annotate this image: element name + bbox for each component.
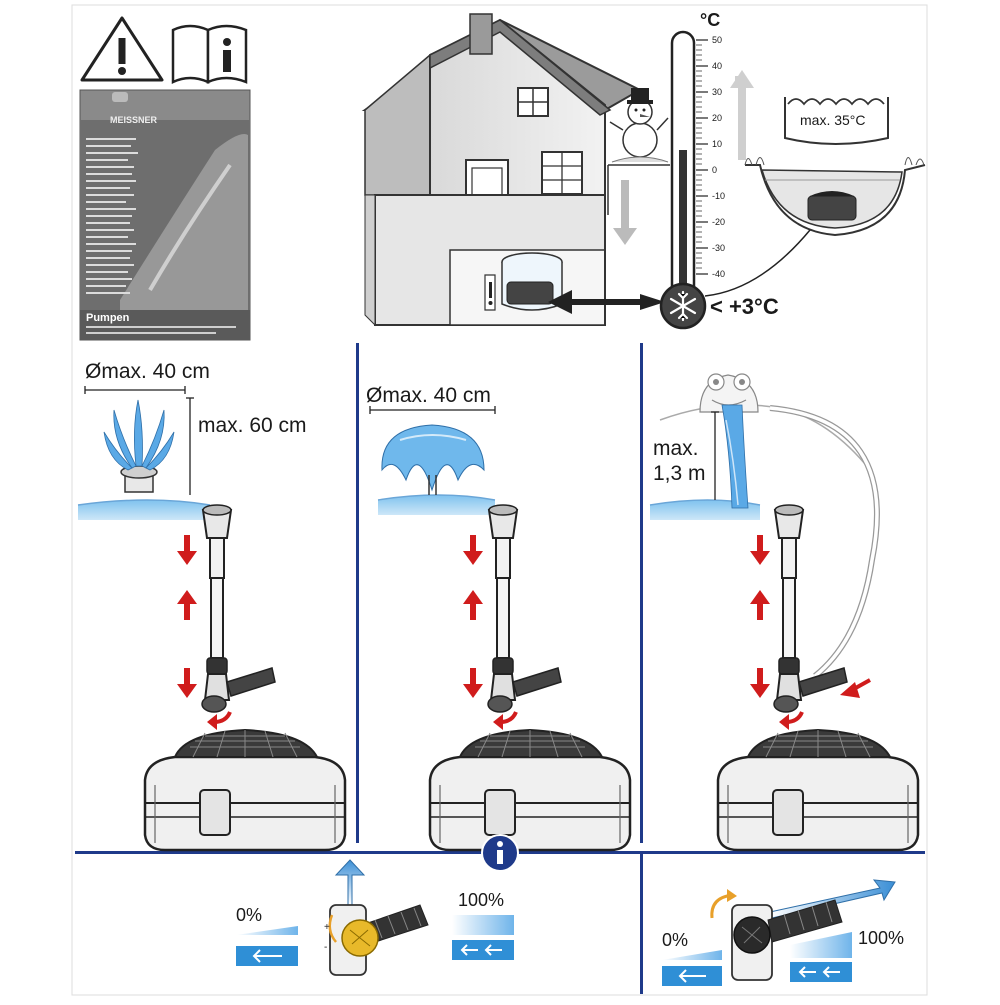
frost-label: < +3°C: [710, 294, 779, 319]
divider-vertical-1: [356, 343, 359, 843]
panel-3-height-line2: 1,3 m: [653, 462, 706, 485]
flow-indicator-right-min: [662, 950, 722, 986]
warning-icon: [80, 16, 164, 82]
manual-brand: MEISSNER: [110, 115, 158, 125]
snowman-icon: [609, 88, 669, 163]
svg-text:+: +: [324, 922, 330, 933]
pond-max-temp: max. 35°C: [800, 112, 866, 128]
right-min-label: 0%: [662, 930, 689, 950]
thermometer-unit: °C: [700, 10, 721, 30]
house-illustration: [361, 13, 670, 327]
thermometer-tick: -40: [712, 269, 726, 279]
frog-spitter-icon: [699, 373, 759, 413]
pond-connector-line: [704, 229, 811, 297]
flow-regulator-left: + -: [324, 859, 429, 976]
divider-vertical-3: [640, 854, 643, 994]
left-min-label: 0%: [236, 905, 263, 925]
thermometer-tick: 20: [712, 113, 723, 123]
read-manual-icon: [171, 24, 248, 84]
thermometer-tick: -30: [712, 243, 726, 253]
panel-2-diameter: Ømax. 40 cm: [366, 384, 491, 407]
flow-indicator-left-min: [236, 926, 298, 966]
right-max-label: 100%: [858, 928, 905, 948]
svg-text:-: -: [324, 942, 327, 953]
panel-1-fountain: [77, 386, 347, 852]
thermometer-tick: 30: [712, 87, 723, 97]
panel-3-height-line1: max.: [653, 437, 699, 460]
panel-1-height: max. 60 cm: [198, 414, 307, 437]
manual-title: Pumpen: [86, 312, 130, 324]
manual-booklet: [79, 89, 251, 341]
info-badge-icon: [481, 834, 519, 872]
thermometer-tick: 0: [712, 165, 718, 175]
thermometer-tick: 50: [712, 35, 723, 45]
thermometer-tick: -10: [712, 191, 726, 201]
flow-regulator-right: [710, 879, 896, 981]
thermometer-tick: -20: [712, 217, 726, 227]
thermometer-tick: 10: [712, 139, 723, 149]
bell-fountain-icon: [381, 424, 485, 495]
snowflake-icon: [669, 290, 697, 322]
panel-2-fountain: [369, 406, 632, 852]
pond-cross-section: [730, 70, 926, 237]
outer-frame: [71, 4, 928, 996]
flow-indicator-right-max: [790, 932, 852, 982]
panel-3-waterfall: [649, 373, 920, 852]
panel-1-diameter: Ømax. 40 cm: [85, 360, 210, 383]
thermometer-icon: [659, 30, 708, 330]
flow-indicator-left-max: [452, 915, 514, 960]
left-max-label: 100%: [458, 890, 505, 910]
divider-vertical-2: [640, 343, 643, 843]
thermometer-tick: 40: [712, 61, 723, 71]
